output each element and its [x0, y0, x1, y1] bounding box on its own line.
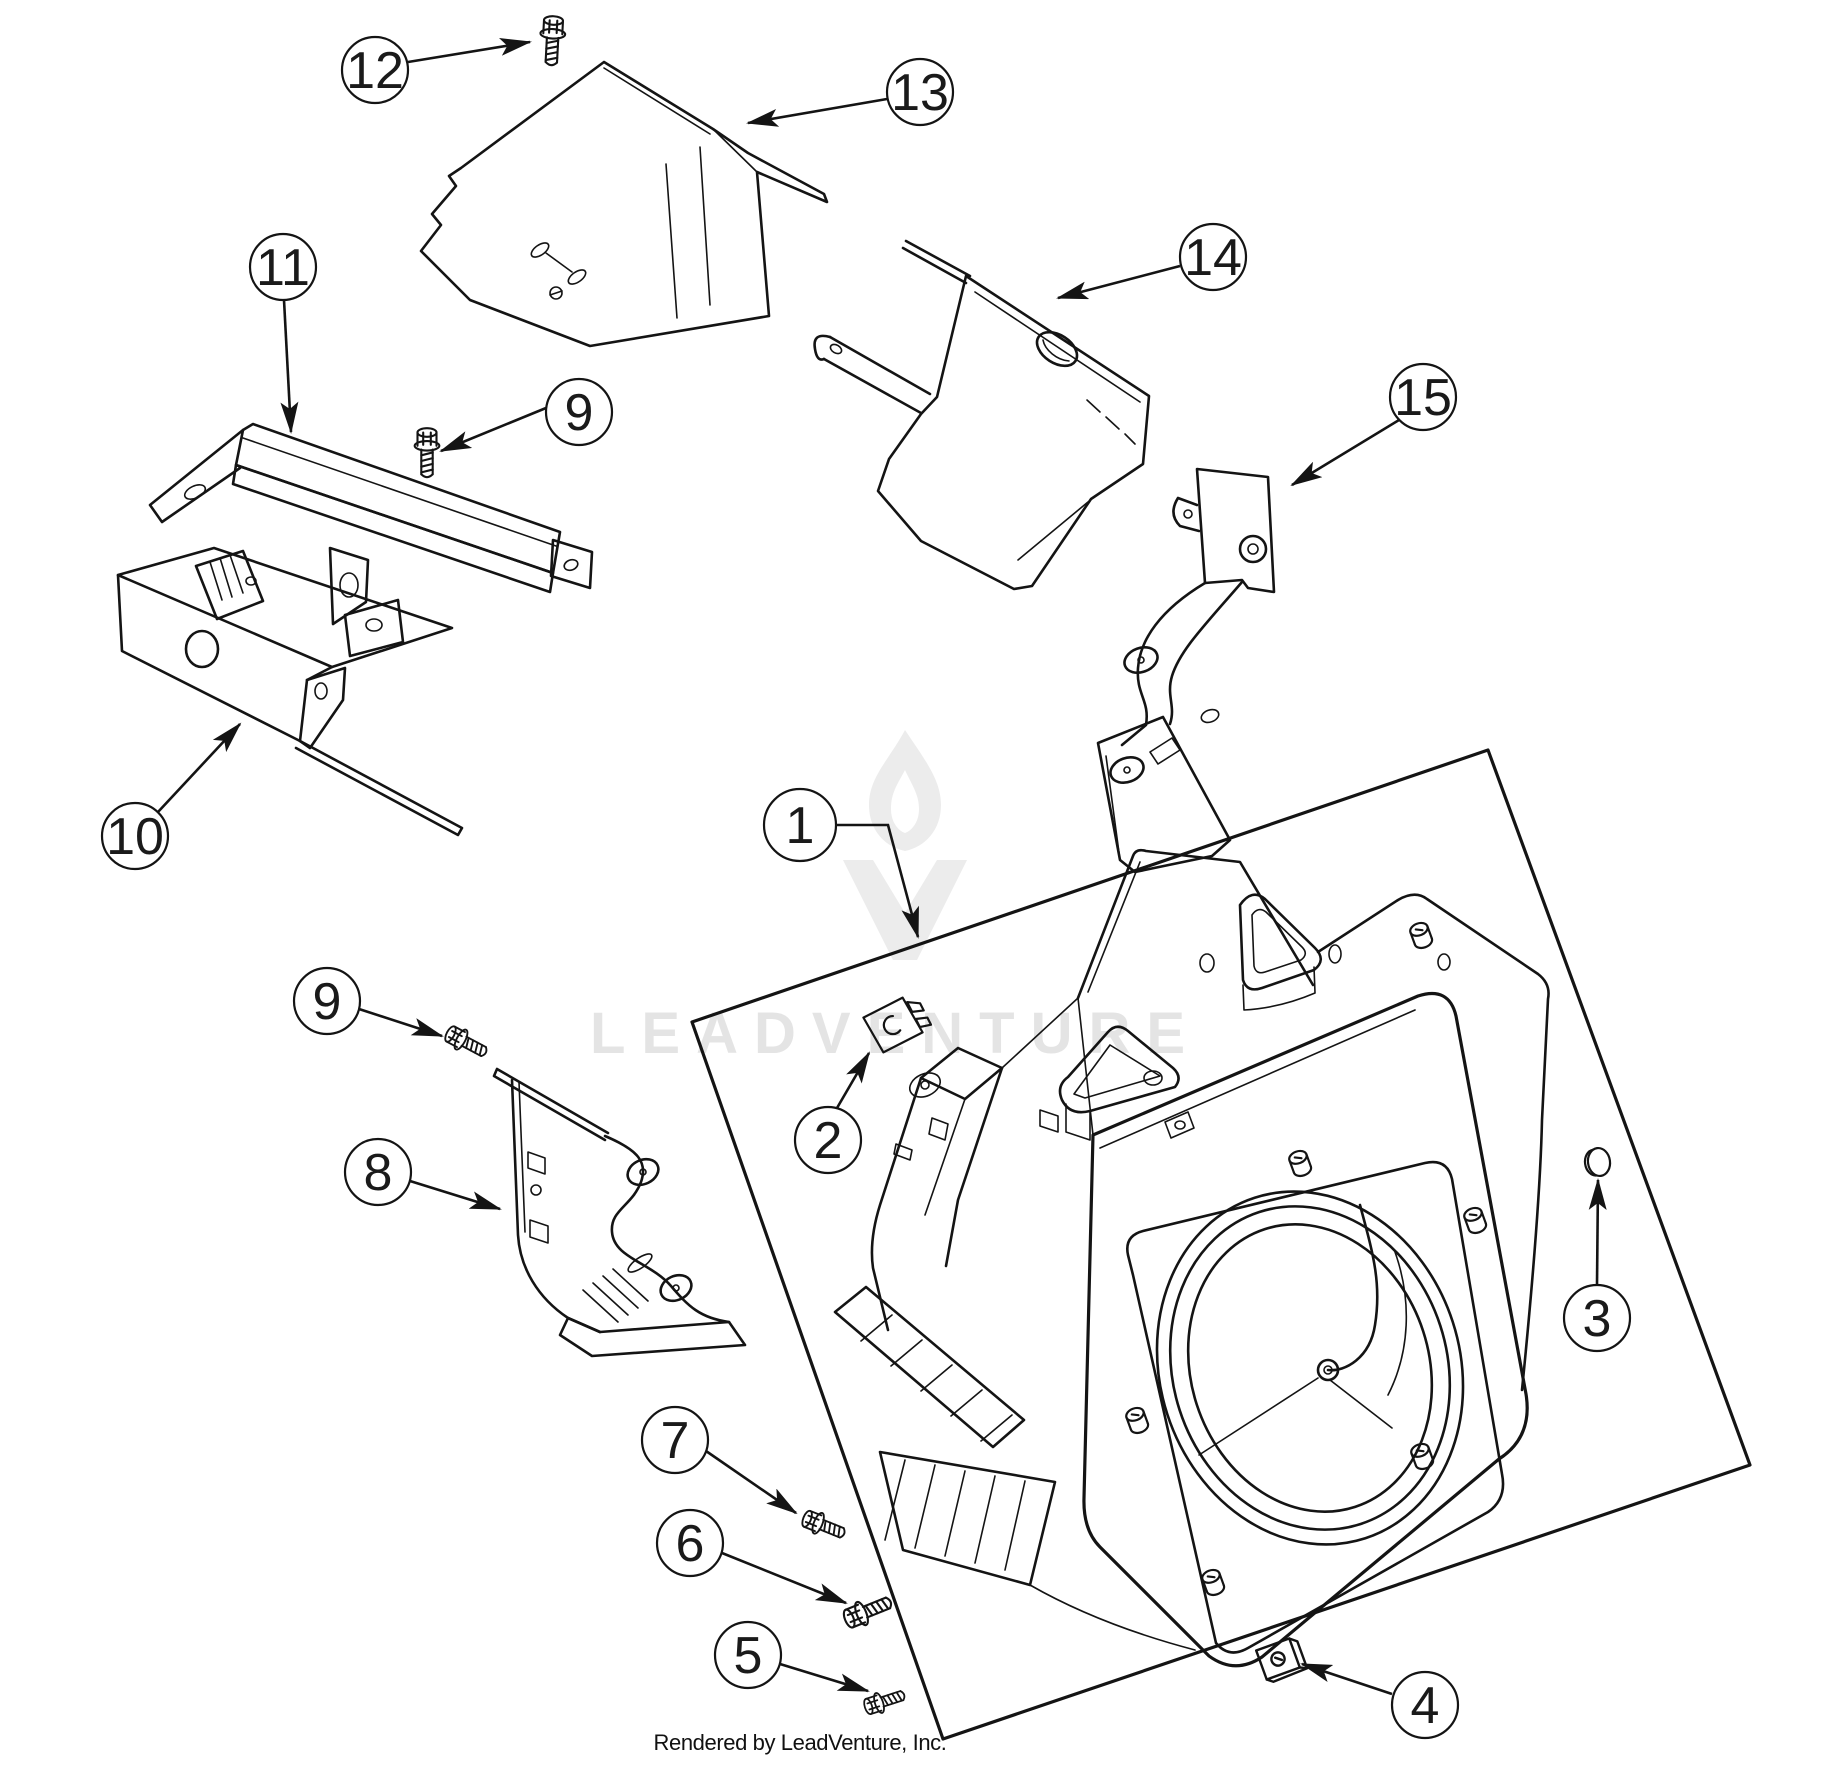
- callout-12[interactable]: 12: [340, 35, 532, 105]
- callout-9[interactable]: 9: [292, 966, 444, 1038]
- housing-outline-parallelogram: [690, 748, 1752, 1741]
- callout-number: 2: [814, 1112, 843, 1170]
- callout-leader-arrow: [746, 97, 888, 127]
- callout-number: 3: [1583, 1290, 1612, 1348]
- part-side-bracket-8[interactable]: [492, 1067, 747, 1358]
- callout-13[interactable]: 13: [746, 57, 955, 127]
- callout-circle[interactable]: [762, 787, 838, 863]
- callout-11[interactable]: 11: [248, 232, 318, 434]
- callout-circle[interactable]: [1388, 362, 1458, 432]
- footer-credit: Rendered by LeadVenture, Inc.: [654, 1730, 947, 1755]
- callout-circle[interactable]: [544, 377, 614, 447]
- callout-leader-arrow: [779, 1662, 870, 1693]
- screw-item-7[interactable]: [798, 1506, 850, 1545]
- callout-number: 1: [786, 797, 815, 855]
- callout-number: 4: [1411, 1677, 1440, 1735]
- callout-leader-arrow: [358, 1007, 444, 1038]
- callout-circle[interactable]: [1562, 1283, 1632, 1353]
- callout-circle[interactable]: [340, 35, 410, 105]
- callout-number: 14: [1184, 229, 1242, 287]
- callout-circle[interactable]: [885, 57, 955, 127]
- callout-leader-arrow: [280, 299, 299, 434]
- callout-leader-arrow: [157, 722, 242, 813]
- callout-leader-arrow: [409, 1179, 502, 1211]
- callout-number: 9: [565, 384, 594, 442]
- callout-circle[interactable]: [713, 1620, 783, 1690]
- part-lower-baffle-10[interactable]: [116, 546, 464, 837]
- callout-2[interactable]: 2: [793, 1051, 871, 1175]
- callout-leader-arrow: [1300, 1662, 1393, 1696]
- callout-number: 12: [346, 42, 404, 100]
- callout-number: 15: [1394, 369, 1452, 427]
- parts-line-art: [116, 60, 1752, 1741]
- vent-grille-upper: [833, 1285, 1026, 1449]
- callout-9[interactable]: 9: [439, 377, 614, 453]
- fan-opening: [1155, 1190, 1465, 1546]
- vent-grille-lower: [878, 1450, 1057, 1587]
- callout-circle[interactable]: [100, 801, 170, 871]
- callout-circle[interactable]: [793, 1105, 863, 1175]
- callout-number: 10: [106, 808, 164, 866]
- callout-leader-arrow: [835, 1051, 871, 1109]
- callout-1[interactable]: 1: [762, 787, 920, 939]
- plug-item-3[interactable]: [1582, 1145, 1613, 1179]
- callout-number: 13: [891, 64, 949, 122]
- callout-leader-arrow: [836, 823, 920, 939]
- screw-item-12[interactable]: [537, 14, 568, 67]
- callout-4[interactable]: 4: [1300, 1662, 1460, 1740]
- callout-leader-arrow: [439, 406, 547, 453]
- callout-number: 7: [661, 1412, 690, 1470]
- part-side-bracket-15[interactable]: [1096, 467, 1276, 874]
- callout-leader-arrow: [721, 1551, 848, 1605]
- callout-6[interactable]: 6: [655, 1508, 848, 1605]
- screw-item-9-upper[interactable]: [413, 427, 441, 479]
- rubber-mount-pad-center: [1058, 1025, 1180, 1114]
- callout-number: 8: [364, 1144, 393, 1202]
- callout-7[interactable]: 7: [640, 1405, 798, 1515]
- callout-number: 5: [734, 1627, 763, 1685]
- callout-circle[interactable]: [343, 1137, 413, 1207]
- square-nut-item-4[interactable]: [1254, 1635, 1309, 1685]
- callout-circle[interactable]: [248, 232, 318, 302]
- callout-8[interactable]: 8: [343, 1137, 502, 1211]
- part-upper-bracket-11[interactable]: [148, 422, 594, 626]
- leadventure-flame-logo-icon: [843, 730, 967, 960]
- callout-leader-arrow: [1588, 1178, 1607, 1286]
- callout-circle[interactable]: [1178, 222, 1248, 292]
- callout-leader-arrow: [1056, 264, 1181, 300]
- callout-14[interactable]: 14: [1056, 222, 1248, 300]
- callout-number: 11: [256, 239, 310, 297]
- callout-3[interactable]: 3: [1562, 1178, 1632, 1353]
- rubber-mount-pad-right: [1238, 893, 1323, 991]
- screw-item-9-lower[interactable]: [440, 1021, 492, 1064]
- part-heat-shield-13[interactable]: [419, 60, 829, 348]
- part-blower-housing-1[interactable]: [690, 748, 1752, 1741]
- callout-5[interactable]: 5: [713, 1620, 870, 1693]
- part-right-shroud-14[interactable]: [813, 239, 1151, 591]
- callout-leader-arrow: [705, 1449, 798, 1515]
- screw-item-6[interactable]: [839, 1589, 897, 1633]
- callout-circle[interactable]: [292, 966, 362, 1036]
- callout-number: 9: [313, 973, 342, 1031]
- callout-circle[interactable]: [640, 1405, 710, 1475]
- callout-circle[interactable]: [1390, 1670, 1460, 1740]
- callout-circle[interactable]: [655, 1508, 725, 1578]
- callout-number: 6: [676, 1515, 705, 1573]
- callout-10[interactable]: 10: [100, 722, 242, 871]
- callout-15[interactable]: 15: [1290, 362, 1458, 487]
- callout-leader-arrow: [407, 37, 532, 64]
- screw-item-5[interactable]: [860, 1684, 909, 1719]
- callout-leader-arrow: [1290, 418, 1400, 487]
